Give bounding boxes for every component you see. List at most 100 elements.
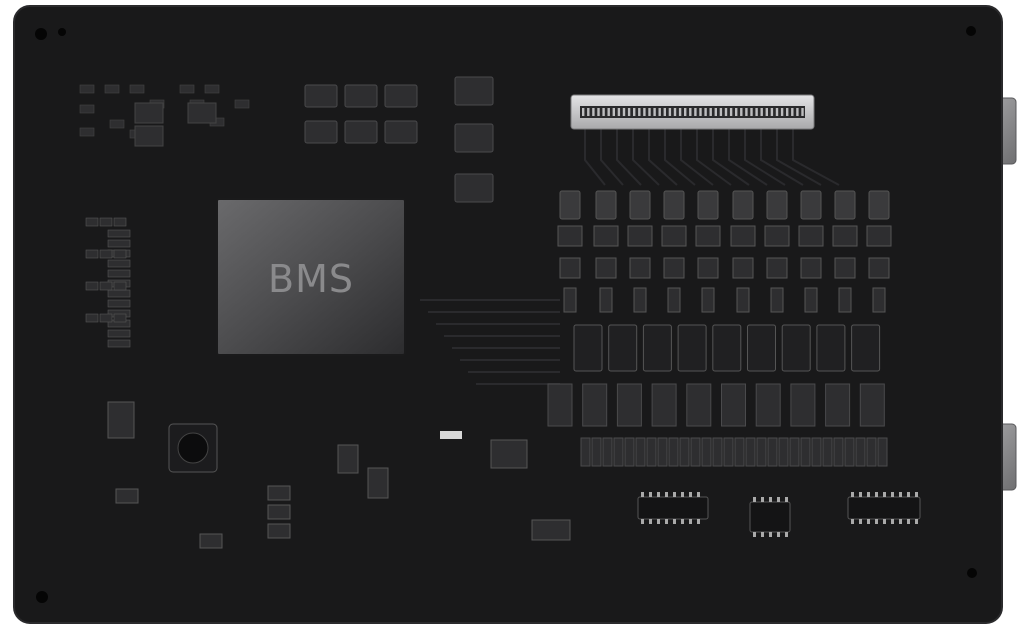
- smd-component: [113, 281, 127, 291]
- smd-component: [859, 383, 885, 427]
- resistor-small: [712, 437, 723, 467]
- ic-pin: [867, 519, 870, 524]
- ic-pin: [915, 519, 918, 524]
- ic-pin: [891, 519, 894, 524]
- connector-pin: [714, 108, 717, 116]
- ic-pin: [785, 532, 788, 537]
- connector-pin: [755, 108, 758, 116]
- smd-component: [113, 313, 127, 323]
- capacitor: [384, 84, 418, 108]
- mosfet-small: [627, 225, 653, 247]
- connector-pin: [627, 108, 631, 116]
- smd-component: [267, 523, 291, 539]
- smd-component: [79, 84, 95, 94]
- ic-pin: [761, 532, 764, 537]
- resistor-small: [866, 437, 877, 467]
- smd-component: [732, 257, 754, 279]
- resistor: [595, 190, 617, 220]
- resistor-small: [646, 437, 657, 467]
- resistor-small: [635, 437, 646, 467]
- connector-pin: [607, 108, 610, 116]
- connector-pin: [796, 108, 799, 116]
- resistor: [629, 190, 651, 220]
- resistor: [559, 190, 581, 220]
- smd-component: [766, 257, 788, 279]
- resistor-small: [833, 437, 844, 467]
- trace-line: [776, 129, 822, 186]
- ic-pin: [899, 492, 902, 497]
- power-mosfet: [851, 324, 881, 372]
- connector-pin: [780, 108, 784, 116]
- smd-component: [547, 383, 573, 427]
- ic-pin: [851, 519, 854, 524]
- connector-pin: [719, 108, 723, 116]
- smd-component: [804, 287, 818, 313]
- transistor: [367, 467, 389, 499]
- connector-pin: [592, 108, 595, 116]
- connector-pin: [750, 108, 753, 116]
- smd-component: [85, 249, 99, 259]
- component-cluster-top-left: [79, 84, 250, 147]
- ic-pin: [753, 497, 756, 502]
- component-column-left: [85, 217, 131, 348]
- resistor-small: [613, 437, 624, 467]
- ic-pin: [657, 519, 660, 524]
- ic-pin: [681, 492, 684, 497]
- resistor-small: [844, 437, 855, 467]
- connector-pin: [673, 108, 677, 116]
- smd-component: [868, 257, 890, 279]
- ic-pin: [875, 492, 878, 497]
- power-mosfet: [608, 324, 638, 372]
- smd-component: [582, 383, 608, 427]
- ic-pin: [689, 519, 692, 524]
- trace-line: [712, 129, 750, 186]
- resistor: [663, 190, 685, 220]
- capacitor: [344, 84, 378, 108]
- ic-package: [749, 497, 791, 537]
- bms-chip: BMS: [216, 198, 406, 356]
- resistor: [834, 190, 856, 220]
- ic-body: [749, 501, 791, 533]
- power-mosfet: [747, 324, 776, 372]
- led: [440, 431, 462, 439]
- ic-pin: [859, 519, 862, 524]
- connector-pin: [587, 108, 590, 116]
- smd-component: [595, 257, 617, 279]
- smd-component: [99, 217, 113, 227]
- resistor-small: [745, 437, 756, 467]
- connector-pin: [612, 108, 615, 116]
- mosfet-small: [593, 225, 619, 247]
- connector-pin: [638, 108, 641, 116]
- transistor: [187, 102, 217, 124]
- trace-line: [648, 129, 678, 186]
- smd-component: [701, 287, 715, 313]
- trace-line: [696, 129, 732, 186]
- connector-pin: [740, 108, 743, 116]
- smd-component: [85, 313, 99, 323]
- transistor: [337, 444, 359, 474]
- ic-pin: [681, 519, 684, 524]
- smd-component: [663, 257, 685, 279]
- inductor: [454, 123, 494, 153]
- smd-component: [838, 287, 852, 313]
- resistor-small: [624, 437, 635, 467]
- smd-component: [107, 329, 131, 338]
- smd-component: [113, 249, 127, 259]
- connector-pin: [735, 108, 738, 116]
- smd-component: [99, 281, 113, 291]
- smd-component: [872, 287, 886, 313]
- trace-line: [632, 129, 660, 186]
- connector-pin: [786, 108, 789, 116]
- smd-component: [85, 217, 99, 227]
- smd-component: [616, 383, 642, 427]
- resistor-small: [855, 437, 866, 467]
- smd-component: [770, 287, 784, 313]
- smd-component: [79, 104, 95, 114]
- ic-pin: [777, 532, 780, 537]
- ic-pin: [907, 519, 910, 524]
- resistor-small: [701, 437, 712, 467]
- smd-component: [736, 287, 750, 313]
- ic-pin: [769, 532, 772, 537]
- resistor-small: [822, 437, 833, 467]
- smd-component: [104, 84, 120, 94]
